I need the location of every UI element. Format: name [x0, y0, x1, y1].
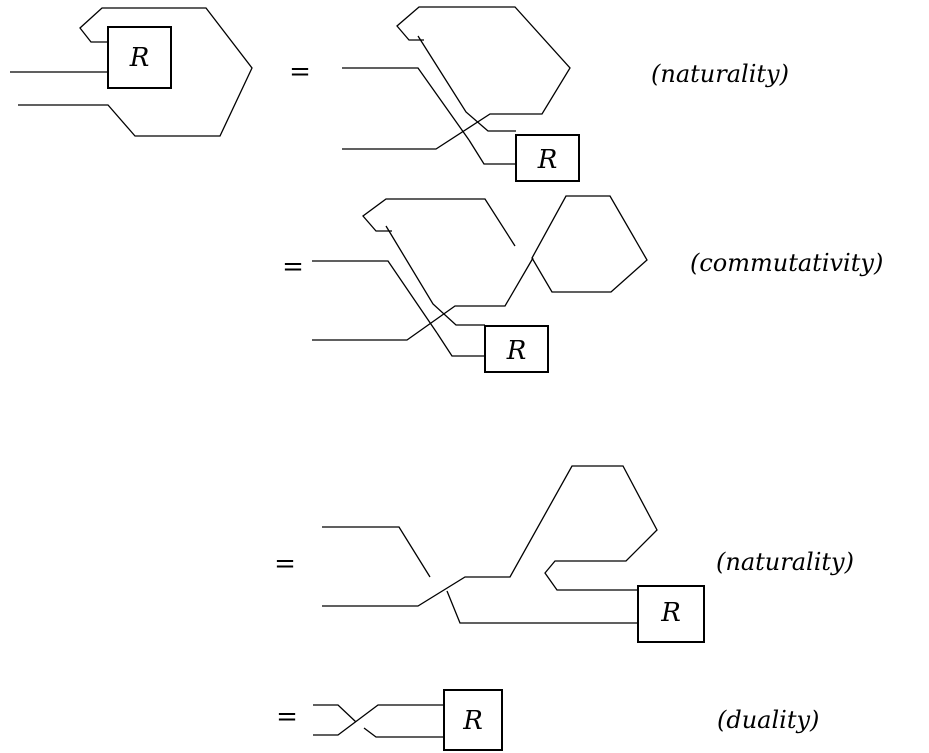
equals-sign-1: = — [289, 57, 311, 87]
wire-d3-lower-strand — [446, 590, 638, 624]
wire-d2-cross-strand — [385, 225, 485, 326]
diagram-step-1: R — [342, 6, 580, 182]
wire-d1-upper-input — [342, 67, 470, 141]
r-box-d4-label: R — [462, 706, 483, 736]
wire-d4-strand-b — [313, 704, 444, 736]
step-label-naturality-1: (naturality) — [651, 60, 789, 88]
wire-d2-lower-strand — [436, 332, 485, 357]
step-label-naturality-2: (naturality) — [716, 548, 854, 576]
diagram-step-3: R — [322, 465, 705, 643]
wire-d2-loop — [362, 198, 516, 247]
r-box-lhs — [107, 26, 172, 89]
r-box-d4 — [443, 689, 503, 751]
r-box-d1 — [515, 134, 580, 182]
wire-d4-strand-c — [363, 727, 444, 738]
wire-d2-crossing — [312, 257, 534, 341]
r-box-d3 — [637, 585, 705, 643]
step-label-duality: (duality) — [717, 706, 819, 734]
equals-sign-2: = — [282, 252, 304, 282]
diagram-step-4: R — [313, 689, 503, 751]
wire-d1-lower-strand — [468, 139, 516, 165]
wire-d1-cross-strand — [417, 35, 516, 132]
step-label-commutativity: (commutativity) — [690, 249, 883, 277]
equals-sign-4: = — [276, 702, 298, 732]
r-box-d1-label: R — [537, 145, 558, 175]
wire-d2-free-loop — [531, 195, 648, 293]
wire-d4-strand-a — [313, 704, 357, 723]
wire-lhs-top-loop — [18, 7, 253, 137]
diagram-step-2: R — [312, 195, 648, 373]
wire-d3-loop — [322, 465, 658, 607]
equals-sign-3: = — [274, 549, 296, 579]
diagram-lhs: R — [10, 7, 253, 137]
r-box-d2 — [484, 325, 549, 373]
wire-d2-upper-input — [312, 260, 438, 334]
r-box-d2-label: R — [506, 336, 527, 366]
wire-d1-loop — [342, 6, 571, 150]
wire-d3-upper-input — [322, 526, 431, 578]
r-box-lhs-label: R — [129, 43, 150, 73]
r-box-d3-label: R — [660, 598, 681, 628]
